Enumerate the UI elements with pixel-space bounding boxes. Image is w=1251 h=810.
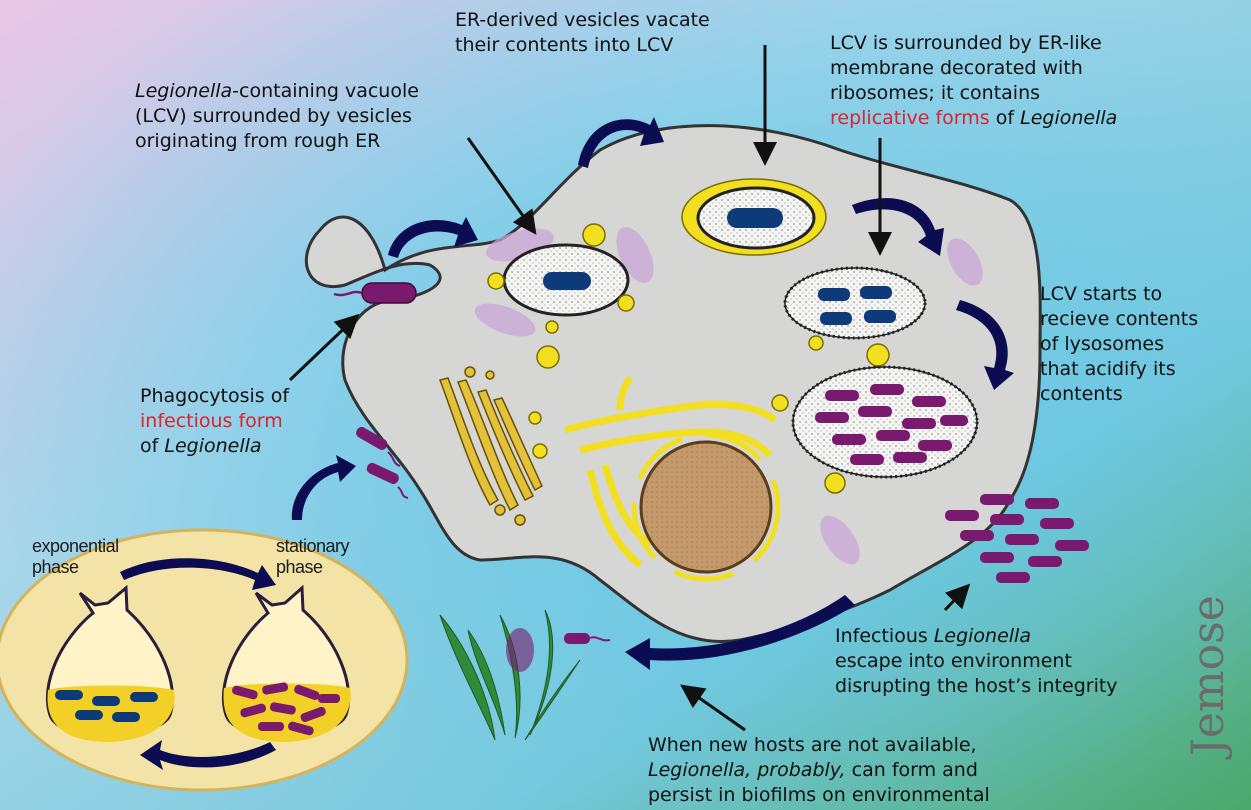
stationary-line2: phase [276, 557, 349, 578]
lysosomes-line5: contents [1040, 382, 1198, 407]
exponential-line1: exponential [32, 536, 119, 557]
lcv-surrounded-line3: originating from rough ER [135, 129, 419, 154]
biofilm-line1: When new hosts are not available, [648, 733, 990, 758]
replicative-forms-text: replicative forms [830, 107, 990, 129]
lcv-surrounded-line1: -containing vacuole [232, 80, 419, 102]
escape-legionella: Legionella [934, 625, 1031, 647]
escape-infectious: Infectious [835, 625, 934, 647]
lcv-er-like-label: LCV is surrounded by ER-like membrane de… [830, 31, 1117, 131]
nucleus [641, 442, 771, 572]
lcv-er-like-of: of [990, 107, 1020, 129]
lcv-surrounded-label: Legionella-containing vacuole (LCV) surr… [135, 79, 419, 154]
lysosomes-line2: recieve contents [1040, 307, 1198, 332]
er-vesicles-line2: their contents into LCV [455, 33, 710, 58]
infectious-form-text: infectious form [140, 409, 289, 434]
exponential-line2: phase [32, 557, 119, 578]
lcv-surrounded-line2: (LCV) surrounded by vesicles [135, 104, 419, 129]
lysosomes-line1: LCV starts to [1040, 282, 1198, 307]
biofilm-label: When new hosts are not available, Legion… [648, 733, 990, 808]
biofilm-line3: persist in biofilms on environmental [648, 783, 990, 808]
watermark: Jemose [1183, 595, 1234, 756]
lcv-er-like-line2: membrane decorated with [830, 56, 1117, 81]
lcv-er-like-line1: LCV is surrounded by ER-like [830, 31, 1117, 56]
er-vesicles-line1: ER-derived vesicles vacate [455, 8, 710, 33]
escape-line2: escape into environment [835, 649, 1118, 674]
lcv-surrounded-legionella: Legionella [135, 80, 232, 102]
phagocytosis-line1: Phagocytosis of [140, 384, 289, 409]
biofilm-legionella-probably: Legionella, probably, [648, 759, 846, 781]
er-vesicles-label: ER-derived vesicles vacate their content… [455, 8, 710, 58]
lcv-er-fused [682, 179, 826, 255]
exponential-phase-label: exponential phase [32, 536, 119, 578]
lcv-acidified [793, 367, 977, 477]
lysosomes-label: LCV starts to recieve contents of lysoso… [1040, 282, 1198, 407]
stationary-phase-label: stationary phase [276, 536, 349, 578]
phagocytosis-legionella: Legionella [164, 435, 261, 457]
lysosomes-line4: that acidify its [1040, 357, 1198, 382]
phagocytosis-of: of [140, 435, 164, 457]
lcv-er-like-legionella: Legionella [1020, 107, 1117, 129]
biofilm-line2: can form and [846, 759, 978, 781]
stationary-line1: stationary [276, 536, 349, 557]
escape-label: Infectious Legionella escape into enviro… [835, 624, 1118, 699]
lcv-er-like-line3: ribosomes; it contains [830, 81, 1117, 106]
phagocytosis-label: Phagocytosis of infectious form of Legio… [140, 384, 289, 459]
lcv-replicative [785, 268, 925, 338]
escape-line3: disrupting the host’s integrity [835, 674, 1118, 699]
lysosomes-line3: of lysosomes [1040, 332, 1198, 357]
